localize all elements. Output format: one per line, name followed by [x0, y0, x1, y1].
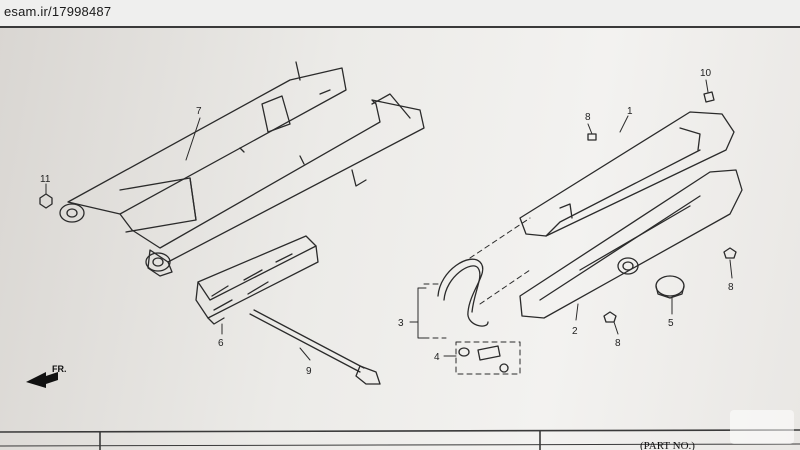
site-logo	[730, 410, 794, 444]
pivot-bolt	[249, 309, 381, 385]
callout-10: 10	[700, 68, 712, 79]
leader-lines	[45, 79, 733, 361]
callout-8b: 8	[615, 338, 621, 349]
callout-6: 6	[218, 338, 224, 349]
inspection-cap	[655, 275, 685, 299]
watermark-text: esam.ir/17998487	[4, 4, 112, 19]
callout-8a: 8	[585, 112, 591, 123]
callout-9: 9	[306, 366, 312, 377]
callout-8c: 8	[728, 282, 734, 293]
chain-slider	[195, 235, 319, 325]
part-number-header: (PART NO.)	[640, 440, 695, 450]
callout-1: 1	[627, 106, 633, 117]
chain-joint	[458, 345, 509, 373]
assembly-guides	[423, 217, 531, 375]
callout-3: 3	[398, 318, 404, 329]
chain-case-upper	[519, 111, 735, 237]
callout-2: 2	[572, 326, 578, 337]
top-band: esam.ir/17998487	[0, 0, 800, 28]
drive-chain	[437, 258, 489, 327]
chain-case-lower	[519, 169, 743, 319]
callout-5: 5	[668, 318, 674, 329]
parts-table-frame	[0, 429, 800, 450]
swing-arm	[59, 61, 425, 277]
bolts	[39, 91, 737, 323]
callout-7: 7	[196, 106, 202, 117]
front-label: FR.	[52, 364, 67, 374]
front-direction-arrow: FR.	[26, 364, 67, 388]
callout-11: 11	[40, 174, 51, 185]
callout-4: 4	[434, 352, 440, 363]
